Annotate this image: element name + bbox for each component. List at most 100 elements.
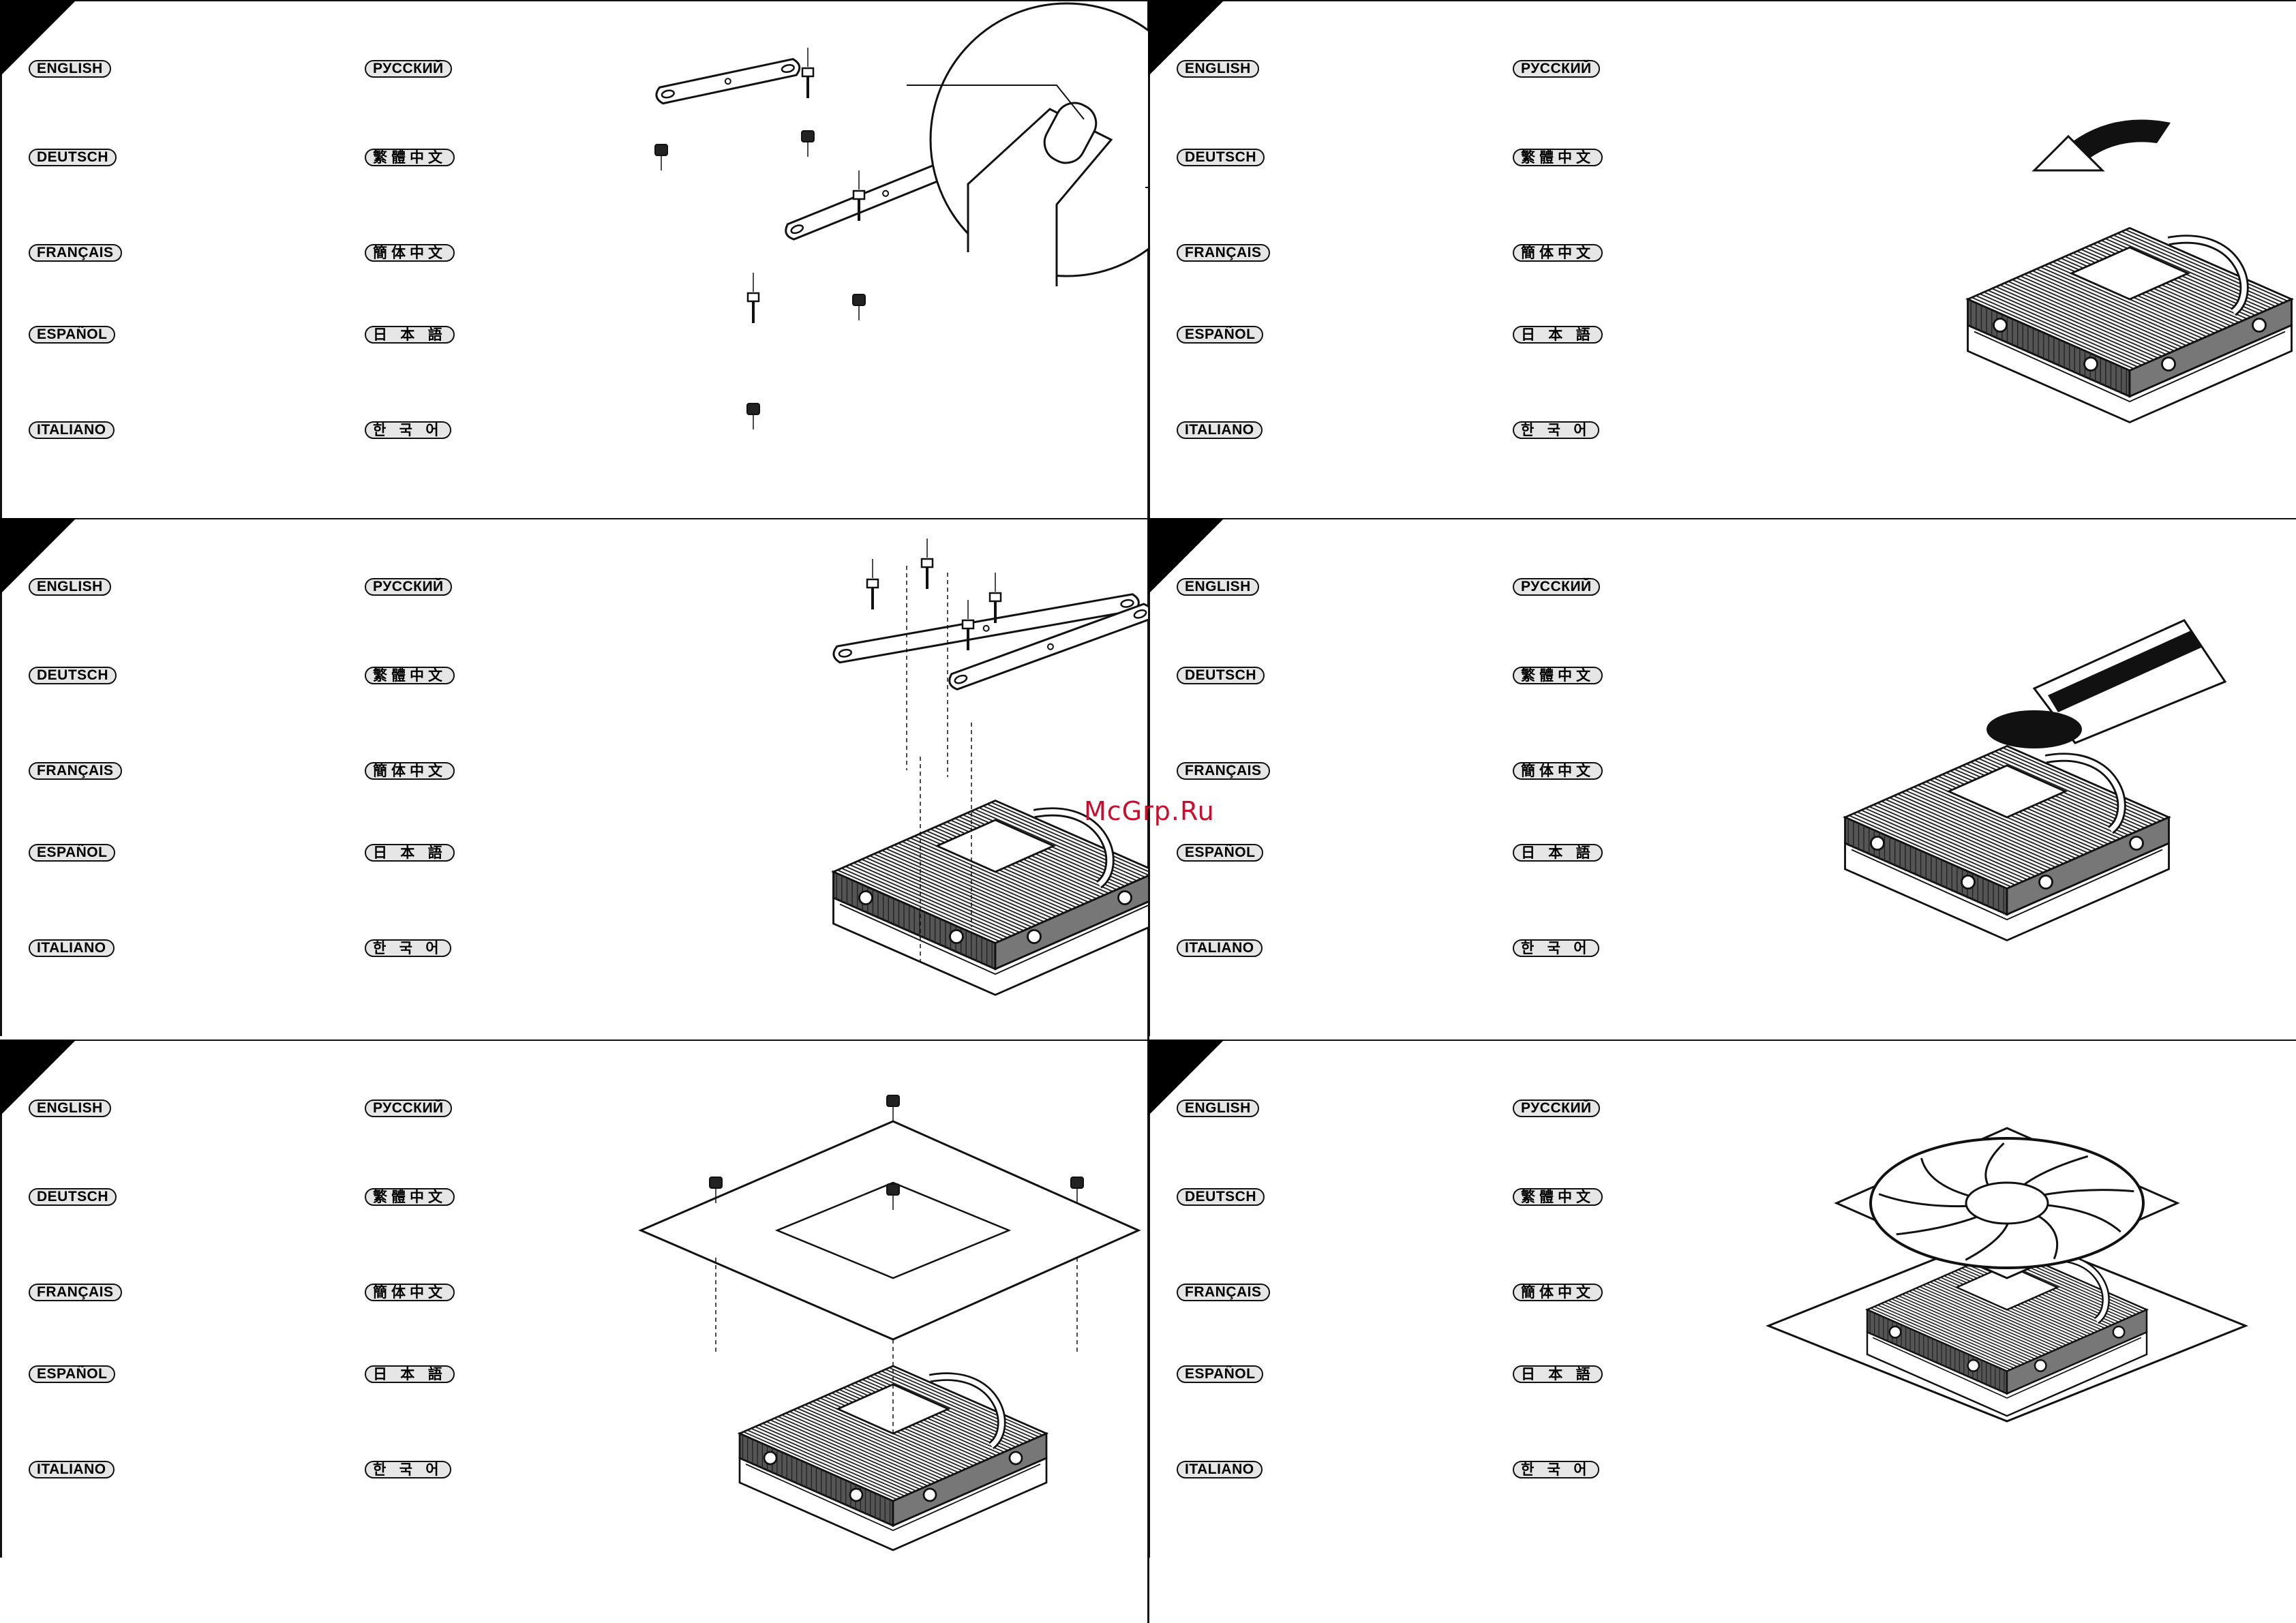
language-label-es: ESPAÑOL bbox=[29, 326, 116, 344]
nut-drawing bbox=[746, 403, 760, 429]
screw-drawing bbox=[961, 600, 975, 650]
illustration-motherboard-backplate-install bbox=[638, 1095, 1141, 1551]
language-label-en: ENGLISH bbox=[1177, 1099, 1259, 1117]
panel-top-rule bbox=[0, 1040, 1148, 1041]
screw-drawing bbox=[852, 170, 866, 221]
language-label-it: ITALIANO bbox=[29, 939, 115, 957]
screw-drawing bbox=[988, 573, 1002, 623]
mounting-bar-drawing bbox=[948, 603, 1148, 691]
language-label-ru: РУССКИЙ bbox=[1513, 578, 1600, 596]
language-label-de: DEUTSCH bbox=[1177, 149, 1265, 166]
language-label-ko: 한 국 어 bbox=[365, 421, 451, 439]
language-label-zh_cn: 簡体中文 bbox=[1513, 762, 1603, 780]
language-label-fr: FRANÇAIS bbox=[1177, 1284, 1270, 1301]
screw-drawing bbox=[920, 539, 934, 589]
nut-drawing bbox=[709, 1177, 723, 1203]
language-label-ru: РУССКИЙ bbox=[1513, 1099, 1600, 1117]
nut-drawing bbox=[801, 130, 815, 157]
language-label-ja: 日 本 語 bbox=[365, 844, 455, 862]
language-label-it: ITALIANO bbox=[29, 1461, 115, 1478]
panel-left-rule bbox=[0, 1040, 2, 1558]
language-label-de: DEUTSCH bbox=[1177, 667, 1265, 684]
watermark-text: McGrp.Ru bbox=[1084, 796, 1215, 826]
panel-top-rule bbox=[1148, 1040, 2296, 1041]
panel-left-rule bbox=[1148, 518, 1150, 1036]
language-label-es: ESPAÑOL bbox=[1177, 844, 1264, 862]
language-label-ko: 한 국 어 bbox=[1513, 421, 1599, 439]
language-label-fr: FRANÇAIS bbox=[29, 244, 122, 262]
language-label-it: ITALIANO bbox=[1177, 421, 1263, 439]
language-label-it: ITALIANO bbox=[1177, 939, 1263, 957]
language-label-ko: 한 국 어 bbox=[1513, 1461, 1599, 1478]
panel-left-rule bbox=[1148, 1040, 1150, 1558]
language-label-zh_tw: 繁體中文 bbox=[1513, 1188, 1603, 1206]
language-label-zh_tw: 繁體中文 bbox=[1513, 667, 1603, 684]
language-label-ja: 日 本 語 bbox=[1513, 1365, 1603, 1383]
language-label-ru: РУССКИЙ bbox=[365, 1099, 452, 1117]
language-label-en: ENGLISH bbox=[29, 1099, 111, 1117]
language-label-it: ITALIANO bbox=[29, 421, 115, 439]
panel-left-rule bbox=[0, 518, 2, 1036]
mounting-bar-drawing bbox=[655, 58, 801, 105]
language-label-it: ITALIANO bbox=[1177, 1461, 1263, 1478]
language-label-ja: 日 本 語 bbox=[1513, 844, 1603, 862]
nut-drawing bbox=[852, 294, 866, 320]
language-label-en: ENGLISH bbox=[29, 60, 111, 78]
instruction-step-5: ENGLISH DEUTSCH FRANÇAIS ESPAÑOL ITALIANO РУС… bbox=[0, 1040, 1148, 1558]
nut-drawing bbox=[654, 144, 668, 170]
instruction-step-3: ENGLISH DEUTSCH FRANÇAIS ESPAÑOL ITALIANO РУС… bbox=[0, 518, 1148, 1036]
language-label-ko: 한 국 어 bbox=[365, 1461, 451, 1478]
language-label-fr: FRANÇAIS bbox=[29, 1284, 122, 1301]
language-label-es: ESPAÑOL bbox=[29, 844, 116, 862]
language-label-zh_cn: 簡体中文 bbox=[1513, 244, 1603, 262]
instruction-step-6: ENGLISH DEUTSCH FRANÇAIS ESPAÑOL ITALIANO РУС… bbox=[1148, 1040, 2296, 1558]
language-label-zh_cn: 簡体中文 bbox=[365, 244, 455, 262]
language-label-ja: 日 本 語 bbox=[365, 326, 455, 344]
language-label-de: DEUTSCH bbox=[1177, 1188, 1265, 1206]
panel-left-rule bbox=[1148, 0, 1150, 518]
panel-top-rule bbox=[0, 518, 1148, 519]
panel-left-rule bbox=[0, 0, 2, 518]
language-label-en: ENGLISH bbox=[29, 578, 111, 596]
illustration-remove-protective-film bbox=[1965, 119, 2295, 424]
language-label-ru: РУССКИЙ bbox=[365, 60, 452, 78]
illustration-fan-installed-final bbox=[1765, 1127, 2249, 1423]
language-label-es: ESPAÑOL bbox=[1177, 1365, 1264, 1383]
language-label-de: DEUTSCH bbox=[29, 667, 117, 684]
heatsink-drawing bbox=[1965, 226, 2295, 424]
language-label-ko: 한 국 어 bbox=[365, 939, 451, 957]
nut-drawing bbox=[886, 1183, 900, 1210]
language-label-ru: РУССКИЙ bbox=[1513, 60, 1600, 78]
language-label-de: DEUTSCH bbox=[29, 1188, 117, 1206]
screw-drawing bbox=[801, 48, 815, 98]
screw-drawing bbox=[746, 273, 760, 323]
language-label-es: ESPAÑOL bbox=[1177, 326, 1264, 344]
fan-hub-icon bbox=[1965, 1181, 2049, 1225]
nut-drawing bbox=[886, 1095, 900, 1121]
language-label-ru: РУССКИЙ bbox=[365, 578, 452, 596]
screw-drawing bbox=[866, 559, 879, 609]
language-label-zh_tw: 繁體中文 bbox=[365, 149, 455, 166]
language-label-zh_tw: 繁體中文 bbox=[1513, 149, 1603, 166]
language-label-fr: FRANÇAIS bbox=[29, 762, 122, 780]
illustration-apply-thermal-paste bbox=[1842, 619, 2227, 942]
illustration-mounting-bars-screws-detail bbox=[654, 2, 1148, 429]
language-label-zh_tw: 繁體中文 bbox=[365, 667, 455, 684]
language-label-zh_cn: 簡体中文 bbox=[365, 762, 455, 780]
nut-drawing bbox=[1070, 1177, 1084, 1203]
language-label-en: ENGLISH bbox=[1177, 578, 1259, 596]
language-label-es: ESPAÑOL bbox=[29, 1365, 116, 1383]
language-label-zh_tw: 繁體中文 bbox=[365, 1188, 455, 1206]
heatsink-drawing bbox=[1864, 1247, 2149, 1417]
language-label-fr: FRANÇAIS bbox=[1177, 244, 1270, 262]
language-label-zh_cn: 簡体中文 bbox=[1513, 1284, 1603, 1301]
language-label-zh_cn: 簡体中文 bbox=[365, 1284, 455, 1301]
language-label-ja: 日 本 語 bbox=[365, 1365, 455, 1383]
language-label-ko: 한 국 어 bbox=[1513, 939, 1599, 957]
panel-top-rule bbox=[1148, 518, 2296, 519]
language-label-en: ENGLISH bbox=[1177, 60, 1259, 78]
illustration-attach-mounting-bars-to-cooler bbox=[830, 539, 1148, 997]
panel-top-rule bbox=[0, 0, 1148, 1]
language-label-fr: FRANÇAIS bbox=[1177, 762, 1270, 780]
